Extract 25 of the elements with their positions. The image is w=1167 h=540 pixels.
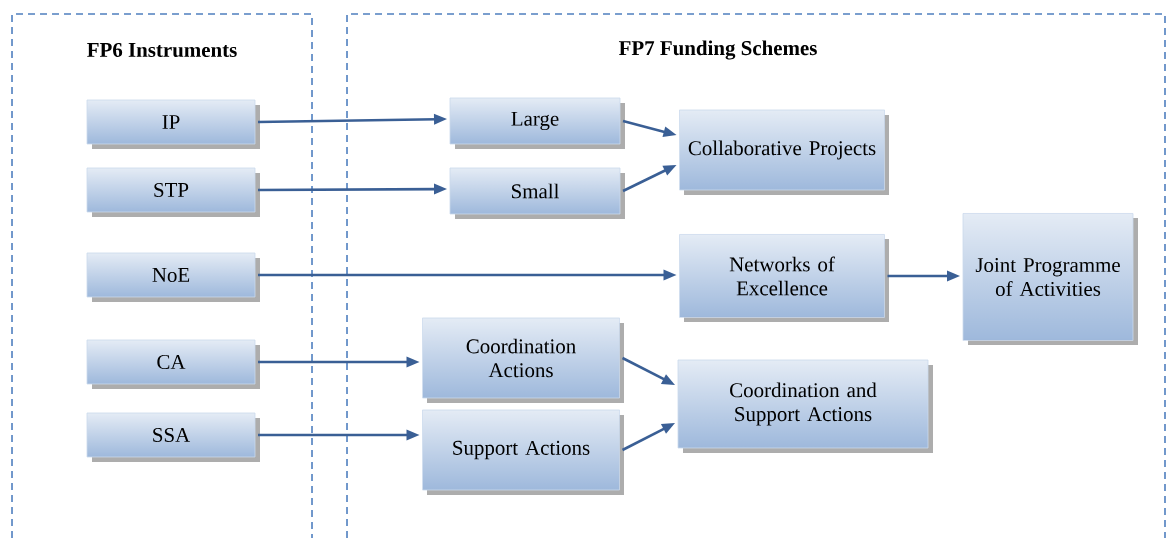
process-box: CA [86,339,260,389]
process-box: IP [86,99,260,149]
process-box: Networks of Excellence [679,234,889,322]
process-box: STP [86,167,260,217]
arrow [887,270,960,282]
process-box: SSA [86,412,260,462]
arrow [258,429,420,441]
process-box: Coordination and Support Actions [677,359,933,453]
arrow [258,113,447,125]
process-box: Collaborative Projects [679,109,889,195]
panel-heading: FP7 Funding Schemes [619,40,817,60]
process-box: Joint Programme of Activities [962,213,1138,345]
arrow [622,119,677,137]
process-box: NoE [86,252,260,302]
arrow [621,423,675,452]
panel-heading: FP6 Instruments [87,42,237,58]
arrow [258,269,677,281]
process-box: Large [449,97,625,149]
process-box: Small [449,167,625,219]
process-box: Coordination Actions [422,317,624,403]
arrow [622,165,677,193]
arrow [258,356,420,368]
arrow [258,183,447,195]
process-box: Support Actions [422,409,624,495]
arrow [621,356,675,385]
